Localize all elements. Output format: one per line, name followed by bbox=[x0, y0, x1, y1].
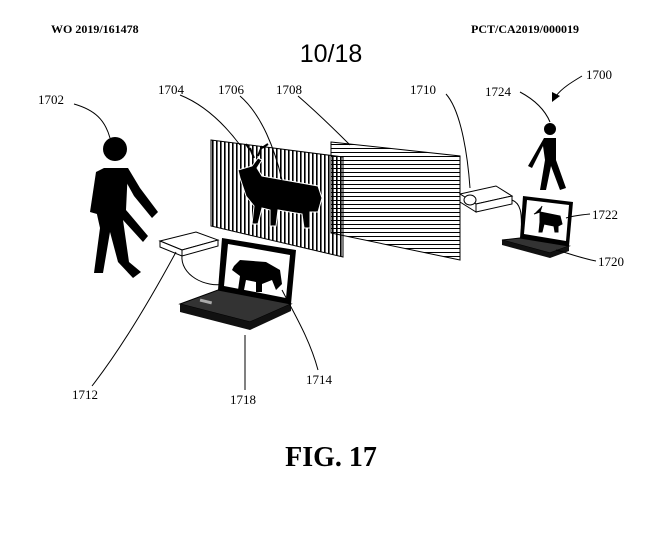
arrowhead-1700 bbox=[552, 92, 560, 102]
person-left-figure bbox=[90, 137, 158, 278]
leader-1722 bbox=[565, 213, 591, 219]
leader-1704 bbox=[179, 94, 241, 146]
projector-right bbox=[458, 185, 514, 213]
ref-1714: 1714 bbox=[306, 372, 333, 387]
lined-screen bbox=[330, 141, 461, 261]
ref-1720: 1720 bbox=[598, 254, 624, 269]
cable-right bbox=[511, 199, 523, 233]
ref-1708: 1708 bbox=[276, 82, 302, 97]
leader-1712 bbox=[91, 251, 177, 387]
ref-1718: 1718 bbox=[230, 392, 256, 407]
leader-1708 bbox=[297, 95, 351, 146]
publication-number: WO 2019/161478 bbox=[51, 22, 139, 36]
sheet-number: 10/18 bbox=[299, 40, 363, 68]
deer-silhouette bbox=[237, 143, 323, 229]
small-deer-silhouette bbox=[533, 205, 563, 233]
person-right-figure bbox=[528, 123, 566, 190]
projector-left bbox=[158, 231, 220, 257]
ref-1704: 1704 bbox=[158, 82, 185, 97]
bear-silhouette bbox=[232, 260, 282, 292]
leader-1710 bbox=[445, 93, 471, 189]
cable-left bbox=[181, 254, 226, 286]
ref-1724: 1724 bbox=[485, 84, 512, 99]
leader-1714 bbox=[281, 289, 319, 371]
leader-1720 bbox=[555, 249, 597, 262]
leader-1706 bbox=[239, 95, 283, 181]
ref-1700: 1700 bbox=[586, 67, 612, 82]
ref-1702: 1702 bbox=[38, 92, 64, 107]
laptop-left bbox=[178, 238, 296, 330]
leader-1700 bbox=[555, 75, 583, 97]
laptop-right bbox=[501, 196, 573, 258]
ref-1706: 1706 bbox=[218, 82, 245, 97]
ref-1722: 1722 bbox=[592, 207, 618, 222]
ref-1712: 1712 bbox=[72, 387, 98, 402]
ref-1710: 1710 bbox=[410, 82, 436, 97]
application-number: PCT/CA2019/000019 bbox=[471, 22, 579, 36]
figure-caption: FIG. 17 bbox=[285, 442, 377, 473]
leader-1702 bbox=[73, 103, 111, 139]
striped-screen bbox=[210, 139, 344, 258]
leader-1724 bbox=[519, 91, 551, 123]
